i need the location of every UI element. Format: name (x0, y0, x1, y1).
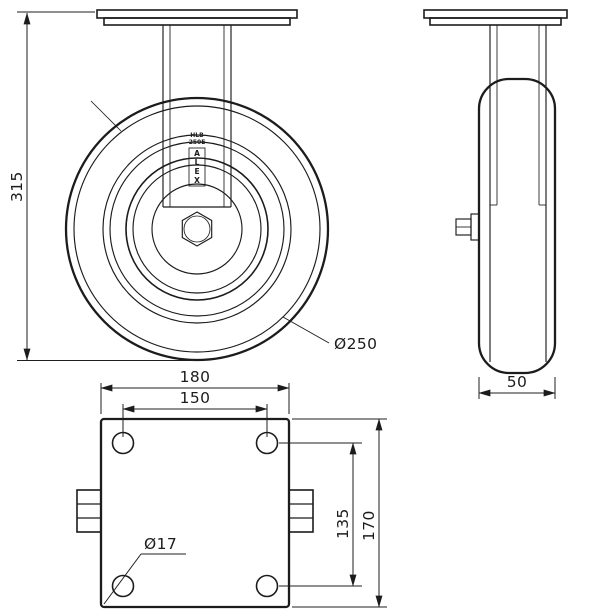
dim-hole-diameter-label: Ø17 (144, 535, 177, 553)
fork-stem-front (162, 25, 232, 208)
dim-plate-length: 170 (292, 418, 387, 608)
side-view (423, 9, 568, 375)
brand-logo-box (188, 147, 206, 187)
dim-wheel-diameter-label: Ø250 (334, 335, 377, 353)
wheel-front (64, 96, 330, 362)
dim-hole-spacing-width-label: 150 (180, 389, 211, 407)
plan-view (76, 417, 314, 609)
dim-hole-spacing-length-label: 135 (334, 508, 352, 539)
dim-wheel-width-label: 50 (507, 373, 528, 391)
mounting-plate-front (96, 9, 298, 26)
dim-hole-spacing-width: 150 (122, 389, 268, 437)
axle-stub-right (288, 489, 314, 533)
dim-plate-length-label: 170 (360, 510, 378, 541)
hub-nut-front (181, 211, 213, 247)
mounting-hole (255, 574, 279, 598)
mounting-hole (111, 574, 135, 598)
mounting-plate-plan (99, 417, 291, 609)
wheel-model-line1: HLB (190, 132, 204, 139)
axle-stub-left (76, 489, 102, 533)
dim-overall-height-label: 315 (8, 171, 26, 202)
wheel-model-line2: 250E (189, 139, 206, 146)
dim-plate-width: 180 (100, 368, 290, 414)
dim-plate-width-label: 180 (180, 368, 211, 386)
dim-hole-spacing-length: 135 (279, 442, 362, 587)
axle-bolt-side (455, 213, 480, 241)
fork-side (489, 25, 547, 362)
dim-hole-diameter: Ø17 (103, 535, 186, 605)
dim-overall-height: 315 (8, 11, 195, 361)
dim-wheel-width: 50 (478, 373, 556, 399)
mounting-holes (111, 431, 279, 598)
dim-wheel-diameter: Ø250 (282, 316, 377, 353)
mounting-plate-side (423, 9, 568, 26)
surface-tick-mark (90, 100, 122, 132)
